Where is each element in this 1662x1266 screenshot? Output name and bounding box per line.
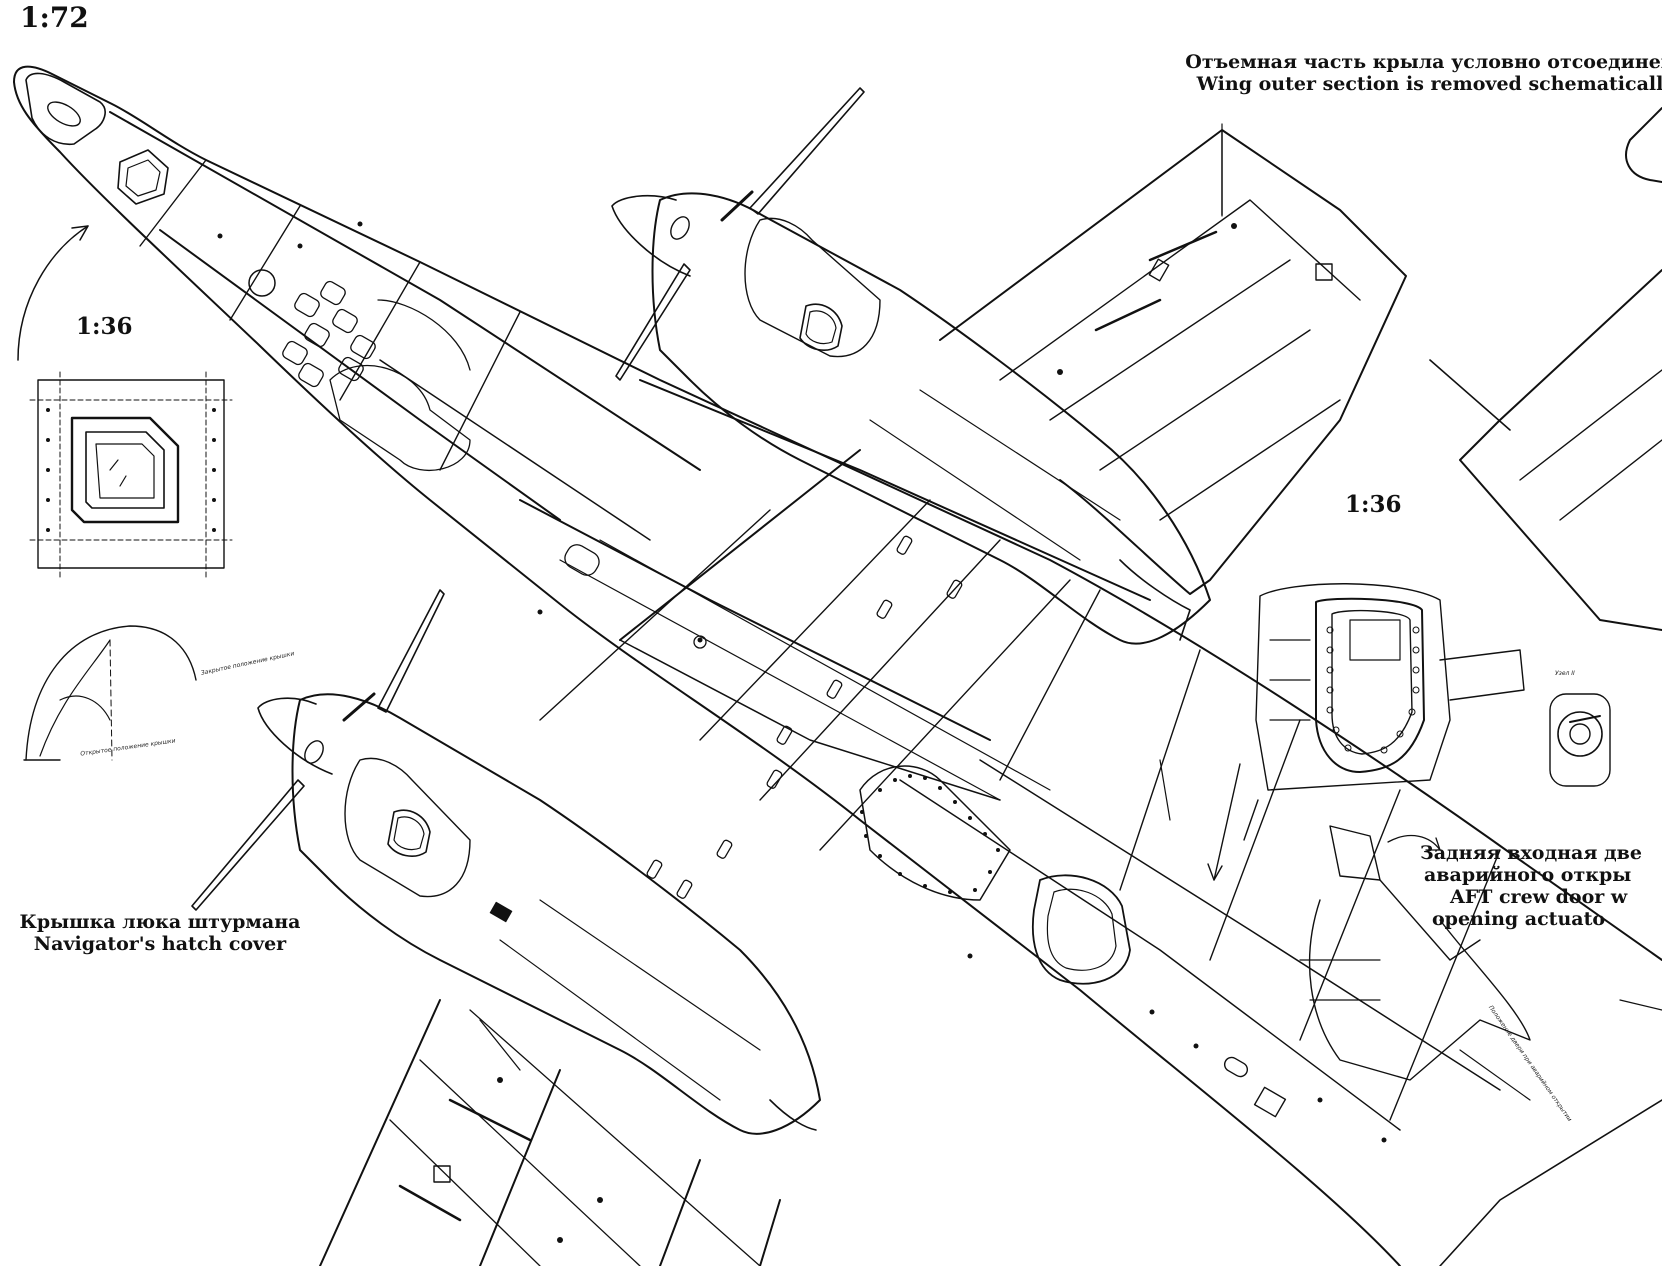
navigator-hatch-caption: Крышка люка штурмана Navigator's hatch c… [10,911,310,956]
leader-lines [1159,123,1662,1011]
wing-removed-caption: Отъемная часть крыла условно отсоединен … [1170,51,1662,96]
center-wing [519,379,1151,899]
upper-engine-nacelle [611,87,1211,645]
aft-door-caption: Задняя входная две аварийного откры AFT … [1420,842,1662,930]
aft-door-caption-en-2: opening actuato [1432,907,1606,930]
aft-door-detail [1207,583,1611,1101]
wing-removed-caption-ru: Отъемная часть крыла условно отсоединен [1185,51,1662,73]
tailplane-partial [1429,107,1662,1266]
detail-scale-label-a: 1:36 [76,313,133,340]
aft-door-caption-ru-2: аварийного откры [1424,863,1632,886]
lower-outer-wing [319,999,781,1266]
navigator-hatch-caption-ru: Крышка люка штурмана [19,911,301,933]
wing-removed-caption-en: Wing outer section is removed schematica… [1196,72,1662,95]
aft-door-caption-en-1: AFT crew door w [1450,885,1628,908]
navigator-hatch-detail [17,225,233,761]
navigator-hatch-caption-en: Navigator's hatch cover [33,932,287,955]
node-note: Узел II [1555,670,1575,677]
lower-engine-nacelle [191,589,821,1135]
aft-door-caption-ru-1: Задняя входная две [1420,842,1642,864]
detail-scale-label-b: 1:36 [1345,491,1402,518]
fuselage [13,65,1662,1266]
main-scale-label: 1:72 [20,1,89,34]
